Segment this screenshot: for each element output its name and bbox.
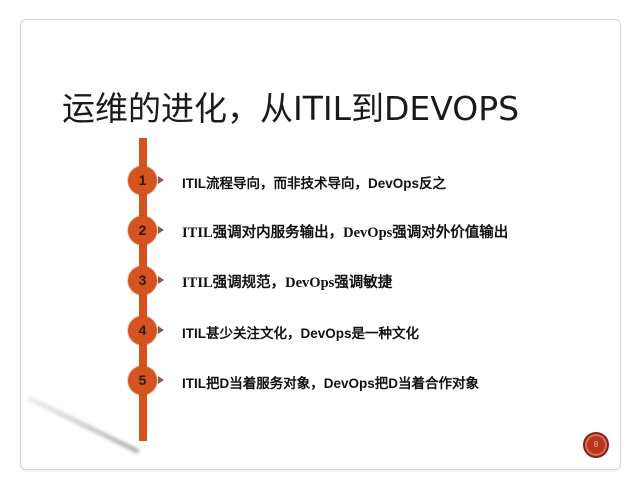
list-item-4: ITIL甚少关注文化，DevOps是一种文化: [182, 326, 420, 341]
arrow-right-icon: [158, 176, 164, 184]
page-number-badge: 8: [583, 432, 609, 458]
timeline-node-3: 3: [128, 266, 157, 295]
list-item-5: ITIL把D当着服务对象，DevOps把D当着合作对象: [182, 376, 480, 391]
arrow-right-icon: [158, 376, 164, 384]
timeline-node-4: 4: [128, 316, 157, 345]
slide-title: 运维的进化，从ITIL到DEVOPS: [62, 89, 520, 128]
timeline-node-1: 1: [128, 166, 157, 195]
list-item-3: ITIL强调规范，DevOps强调敏捷: [182, 275, 393, 291]
list-item-1: ITIL流程导向，而非技术导向，DevOps反之: [182, 176, 447, 191]
arrow-right-icon: [158, 326, 164, 334]
timeline-node-5: 5: [128, 366, 157, 395]
list-item-2: ITIL强调对内服务输出，DevOps强调对外价值输出: [182, 225, 509, 241]
arrow-right-icon: [158, 276, 164, 284]
arrow-right-icon: [158, 226, 164, 234]
timeline-node-2: 2: [128, 216, 157, 245]
slide-frame: [20, 19, 621, 470]
